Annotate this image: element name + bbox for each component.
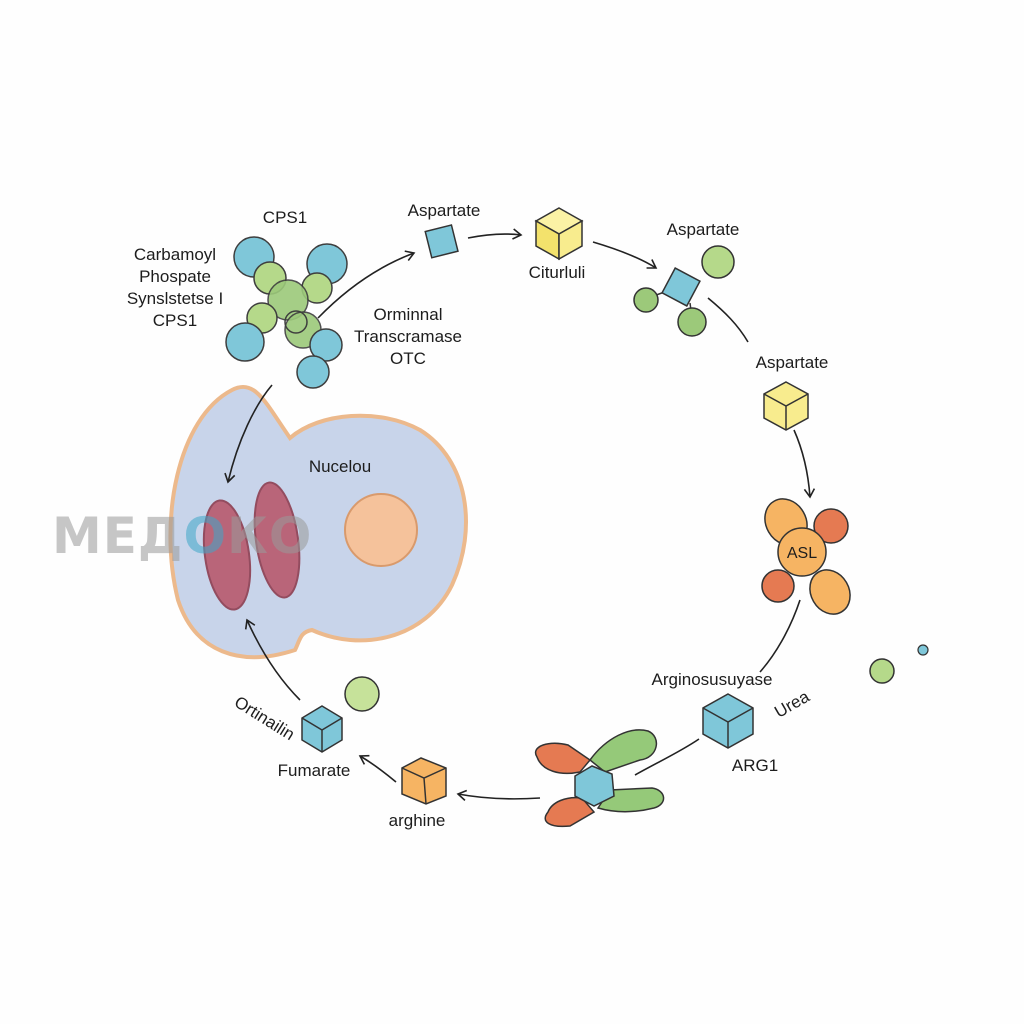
label-otc-line-3: OTC <box>390 349 426 368</box>
ornithine-cube <box>301 705 343 753</box>
arrow-aspartate-to-asl <box>793 429 816 499</box>
label-arg1: ARG1 <box>731 756 779 775</box>
label-arginosuccinase: Arginosusuyase <box>651 670 773 689</box>
cps1-molecule <box>225 236 348 389</box>
watermark-accent: О <box>183 507 227 565</box>
arrow-aspartate-to-citrulline <box>467 228 523 240</box>
arrow-enzyme-to-arginine <box>456 789 541 801</box>
arrow-arg1-to-enzyme <box>634 738 700 776</box>
enzyme-complex <box>534 729 665 828</box>
label-citurluli: Citurluli <box>528 263 586 282</box>
arrow-arginine-to-fumarate <box>358 754 397 783</box>
floating-dot-green <box>869 658 895 684</box>
watermark-prefix: МЕД <box>52 507 184 565</box>
label-nucleus: Nucelou <box>308 457 372 476</box>
arrow-to-aspartate-3 <box>707 297 749 343</box>
label-arginine: arghine <box>388 811 446 830</box>
asl-core <box>777 527 827 577</box>
label-carbamoyl-line-1: Carbamoyl <box>133 245 217 264</box>
label-aspartate-2: Aspartate <box>666 220 740 239</box>
label-carbamoyl-phosphate-synthetase: Carbamoyl Phospate Synslstetse I CPS1 <box>127 244 223 332</box>
aspartate-2-molecule <box>633 245 735 337</box>
citrulline-cube <box>534 207 584 261</box>
arrow-cps1-to-aspartate <box>317 250 416 319</box>
label-aspartate-3: Aspartate <box>755 353 829 372</box>
cell <box>168 384 468 660</box>
watermark-suffix: КО <box>226 507 313 565</box>
arrow-citrulline-to-aspartate <box>592 241 658 269</box>
arrow-asl-to-arg <box>759 599 801 673</box>
arginine-cube <box>401 757 447 805</box>
aspartate-3-cube <box>763 381 809 431</box>
arrow-ornithine-to-cell <box>244 618 301 701</box>
arrow-cps1-to-cell <box>224 384 273 484</box>
label-carbamoyl-line-3: Synslstetse I <box>126 289 224 308</box>
watermark-logo: МЕДОКО <box>52 507 312 565</box>
label-carbamoyl-line-4: CPS1 <box>152 311 198 330</box>
nucleolus <box>344 493 418 567</box>
label-asl: ASL <box>786 545 818 562</box>
green-ball-near-ornithine <box>344 676 380 712</box>
mitochondrion-right <box>253 481 301 599</box>
label-cps1: CPS1 <box>262 208 308 227</box>
arg1-cube <box>702 693 754 749</box>
asl-molecule <box>761 498 851 615</box>
flow-arrows <box>224 228 816 801</box>
label-aspartate-1: Aspartate <box>407 201 481 220</box>
label-otc-line-1: Orminnal <box>373 305 443 324</box>
label-ornithine-transcarbamylase: Orminnal Transcramase OTC <box>354 304 462 370</box>
label-otc-line-2: Transcramase <box>353 327 463 346</box>
label-carbamoyl-line-2: Phospate <box>139 267 211 286</box>
aspartate-1-shape <box>424 224 459 259</box>
label-fumarate: Fumarate <box>277 761 351 780</box>
floating-dot-blue <box>917 644 929 656</box>
mitochondrion-left <box>202 499 252 611</box>
